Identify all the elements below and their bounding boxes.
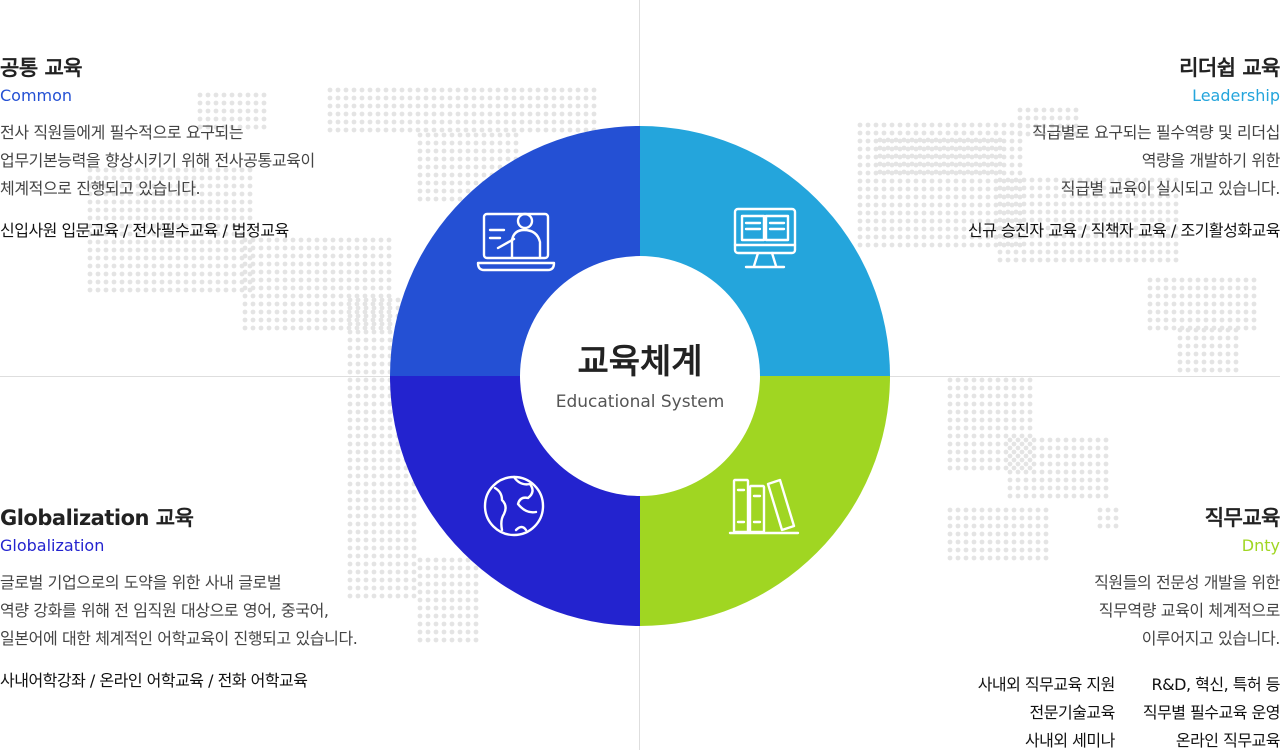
description-line: 이루어지고 있습니다. xyxy=(1141,629,1280,648)
section-subtitle: Leadership xyxy=(1192,86,1280,105)
center-subtitle: Educational System xyxy=(556,392,725,412)
section-title: 리더쉽 교육 xyxy=(1179,56,1280,80)
section-subtitle: Dnty xyxy=(1241,536,1280,555)
section-subtitle: Globalization xyxy=(0,536,105,555)
section-title: 직무교육 xyxy=(1204,506,1280,530)
section-description: 직원들의 전문성 개발을 위한 직무역량 교육이 체계적으로 이루어지고 있습니… xyxy=(978,569,1280,653)
section-programs: 신규 승진자 교육 / 직책자 교육 / 조기활성화교육 xyxy=(967,221,1280,240)
program-item: 온라인 직무교육 xyxy=(1175,731,1280,750)
description-line: 일본어에 대한 체계적인 어학교육이 진행되고 있습니다. xyxy=(0,629,358,648)
section-programs: 신입사원 입문교육 / 전사필수교육 / 법정교육 xyxy=(0,221,289,240)
description-line: 직원들의 전문성 개발을 위한 xyxy=(1094,573,1280,592)
section-programs: 사내외 직무교육 지원 전문기술교육 사내외 세미나 R&D, 혁신, 특허 등… xyxy=(978,671,1280,755)
monitor-book-icon xyxy=(733,207,797,269)
section-title: Globalization 교육 xyxy=(0,506,194,530)
section-duty: 직무교육 Dnty 직원들의 전문성 개발을 위한 직무역량 교육이 체계적으로… xyxy=(978,505,1280,755)
books-icon xyxy=(728,478,800,535)
section-programs: 사내어학강좌 / 온라인 어학교육 / 전화 어학교육 xyxy=(0,671,308,690)
program-item: 사내외 직무교육 지원 xyxy=(977,675,1116,694)
program-item: 전문기술교육 xyxy=(1029,703,1116,722)
description-line: 글로벌 기업으로의 도약을 위한 사내 글로벌 xyxy=(0,573,282,592)
section-description: 글로벌 기업으로의 도약을 위한 사내 글로벌 역량 강화를 위해 전 임직원 … xyxy=(0,569,358,653)
description-line: 전사 직원들에게 필수적으로 요구되는 xyxy=(0,123,244,142)
description-line: 체계적으로 진행되고 있습니다. xyxy=(0,179,201,198)
program-item: R&D, 혁신, 특허 등 xyxy=(1151,675,1280,694)
program-column: 사내외 직무교육 지원 전문기술교육 사내외 세미나 xyxy=(977,671,1116,755)
program-item: 직무별 필수교육 운영 xyxy=(1142,703,1280,722)
description-line: 직급별 교육이 실시되고 있습니다. xyxy=(1060,179,1280,198)
section-description: 전사 직원들에게 필수적으로 요구되는 업무기본능력을 향상시키기 위해 전사공… xyxy=(0,119,315,203)
description-line: 직급별로 요구되는 필수역량 및 리더십 xyxy=(1032,123,1280,142)
description-line: 업무기본능력을 향상시키기 위해 전사공통교육이 xyxy=(0,151,315,170)
section-globalization: Globalization 교육 Globalization 글로벌 기업으로의… xyxy=(0,505,358,693)
description-line: 직무역량 교육이 체계적으로 xyxy=(1098,601,1280,620)
program-item: 사내외 세미나 xyxy=(1024,731,1115,750)
description-line: 역량을 개발하기 위한 xyxy=(1141,151,1280,170)
section-subtitle: Common xyxy=(0,86,73,105)
globe-icon xyxy=(483,475,545,537)
section-title: 공통 교육 xyxy=(0,56,83,80)
description-line: 역량 강화를 위해 전 임직원 대상으로 영어, 중국어, xyxy=(0,601,329,620)
education-system-diagram: 교육체계 Educational System xyxy=(390,126,890,626)
section-description: 직급별로 요구되는 필수역량 및 리더십 역량을 개발하기 위한 직급별 교육이… xyxy=(968,119,1280,203)
center-circle xyxy=(520,256,760,496)
section-leadership: 리더쉽 교육 Leadership 직급별로 요구되는 필수역량 및 리더십 역… xyxy=(968,55,1280,243)
teacher-board-icon xyxy=(476,212,556,272)
section-common: 공통 교육 Common 전사 직원들에게 필수적으로 요구되는 업무기본능력을… xyxy=(0,55,315,243)
center-title: 교육체계 xyxy=(577,342,702,382)
program-column: R&D, 혁신, 특허 등 직무별 필수교육 운영 온라인 직무교육 xyxy=(1143,671,1280,755)
